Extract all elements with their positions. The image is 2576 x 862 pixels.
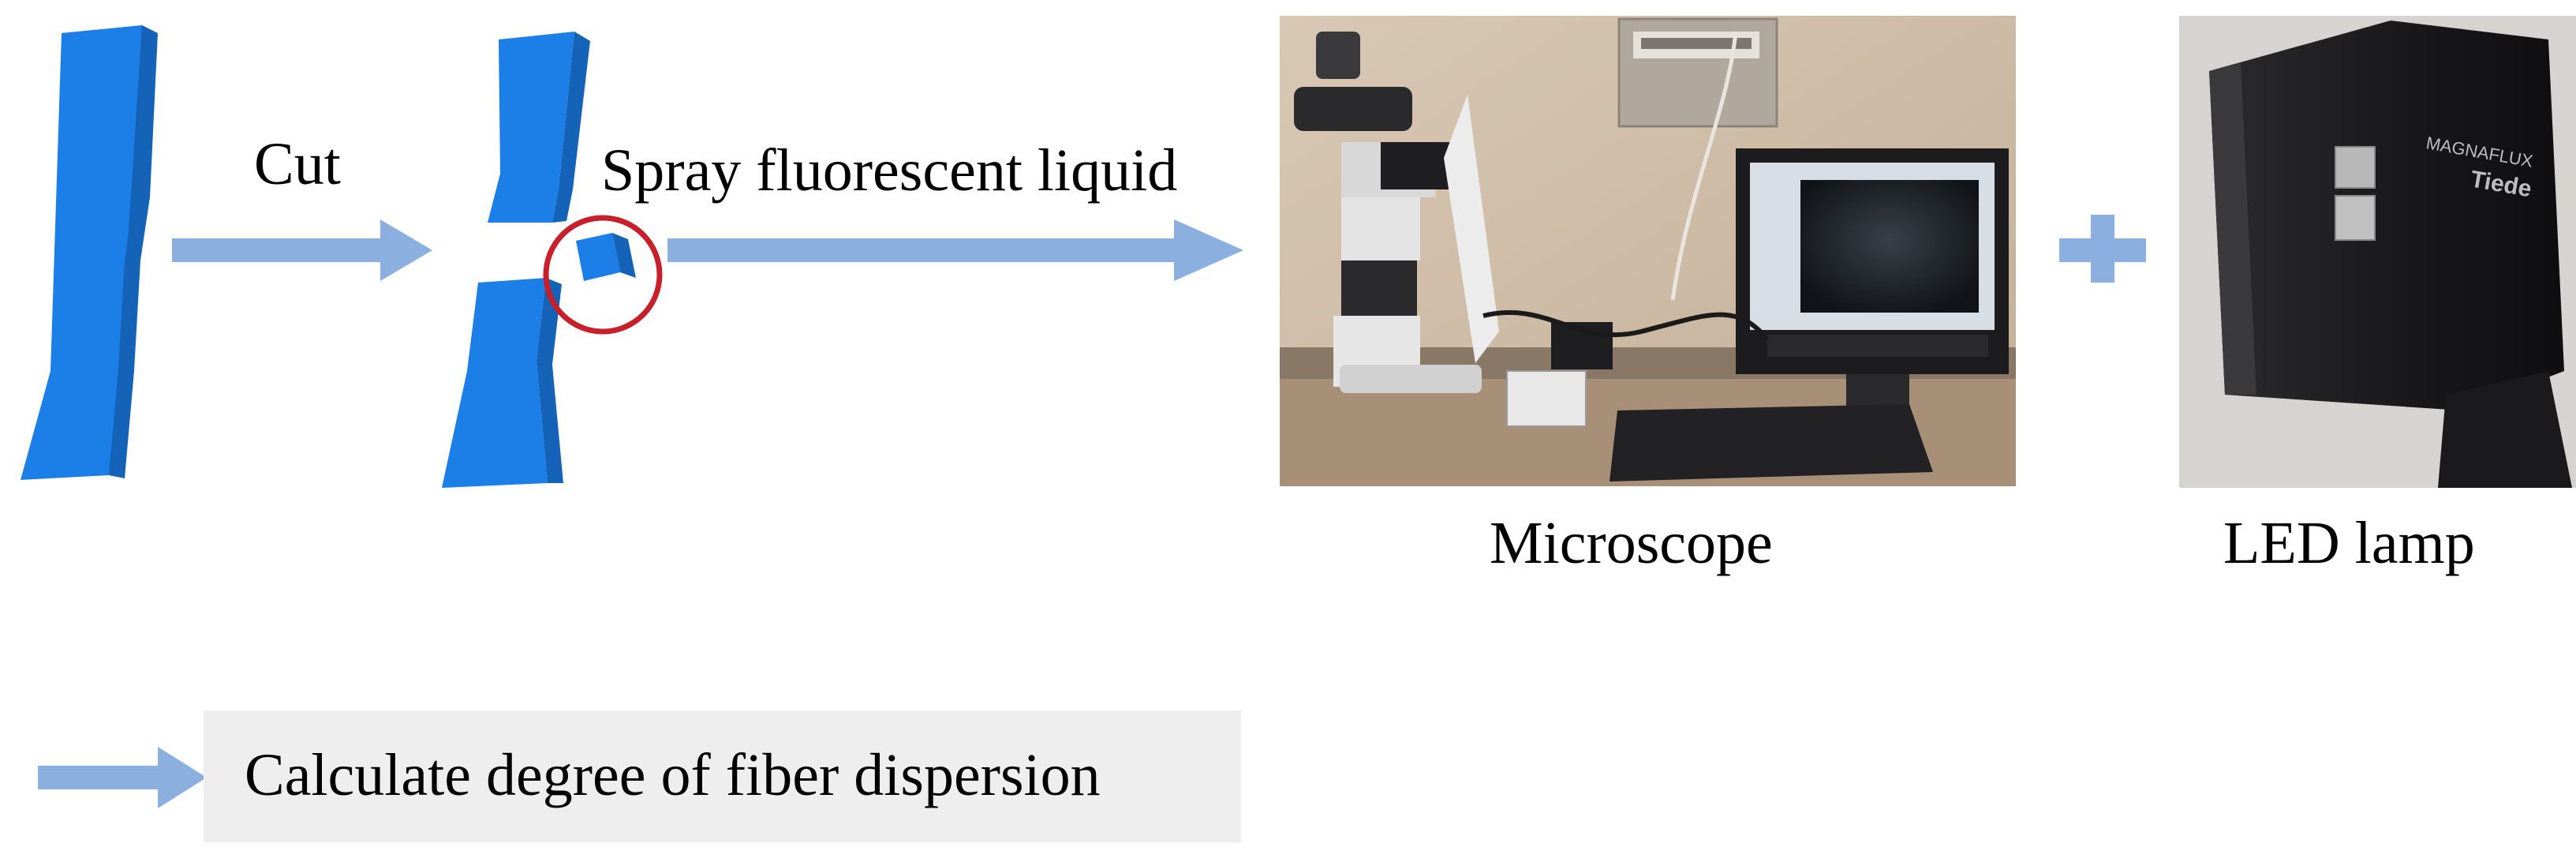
cut-label: Cut — [254, 131, 341, 197]
cut-specimen — [442, 32, 663, 488]
cut-specimen-bottom — [442, 278, 563, 488]
calculation-label: Calculate degree of fiber dispersion — [245, 742, 1101, 808]
keyboard — [1610, 404, 1933, 482]
microscope-device — [1294, 32, 1499, 393]
microscope-label: Microscope — [1490, 510, 1773, 576]
dogbone-specimen — [21, 25, 158, 480]
light-source-box — [1506, 370, 1587, 427]
led-lamp-photo — [2179, 16, 2576, 488]
cut-arrow — [172, 219, 432, 281]
highlight-circle — [543, 215, 663, 335]
microscope-photo — [1280, 16, 2016, 486]
spray-label: Spray fluorescent liquid — [601, 137, 1178, 204]
plus-icon — [2059, 215, 2146, 283]
calculation-box: Calculate degree of fiber dispersion — [204, 710, 1241, 842]
led-lamp-label: LED lamp — [2223, 510, 2475, 576]
cut-specimen-top — [488, 32, 590, 223]
cut-sample-cube — [576, 233, 636, 281]
specimen-waist-cut — [50, 25, 142, 371]
spray-arrow — [667, 219, 1243, 281]
computer-monitor — [1736, 148, 2009, 406]
specimen-edge — [109, 25, 158, 478]
